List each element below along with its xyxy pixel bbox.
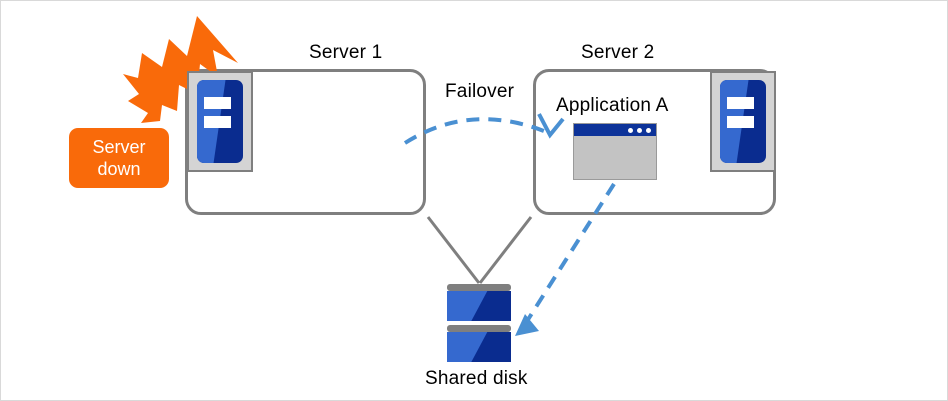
server1-rack-icon [187,71,253,172]
app-window-dot [637,127,642,133]
server-down-line2: down [97,159,141,179]
app-window-dot [628,127,633,133]
server-icon-bar-top [727,96,755,110]
server-icon-bar-bottom [204,115,232,129]
application-a-label: Application A [556,95,669,116]
server2-label: Server 2 [581,42,655,63]
app-window-titlebar [574,124,656,136]
shared-disk-label: Shared disk [425,368,528,389]
lightning-burst-icon [123,16,238,123]
disk-access-arrow-line [520,182,616,331]
failover-arrow-head [537,113,565,139]
server-icon-bar-bottom [727,115,755,129]
server-down-line1: Server [92,137,146,157]
failover-arrow-curve [403,117,550,145]
server-down-badge: Server down [69,128,169,188]
server1-label: Server 1 [309,42,383,63]
shared-disk-unit-bottom [447,325,511,362]
server2-rack-icon [710,71,776,172]
application-window-icon [573,123,657,180]
app-window-dot [646,127,651,133]
disk-cap [447,325,511,332]
failover-label: Failover [445,81,515,102]
disk-body [447,332,511,362]
disk-cap [447,284,511,291]
server1-disk-link [426,216,481,284]
server-icon-bar-top [204,96,232,110]
disk-body [447,291,511,321]
disk-access-arrow-head [515,314,539,336]
shared-disk-unit-top [447,284,511,321]
server2-disk-link [478,216,533,284]
